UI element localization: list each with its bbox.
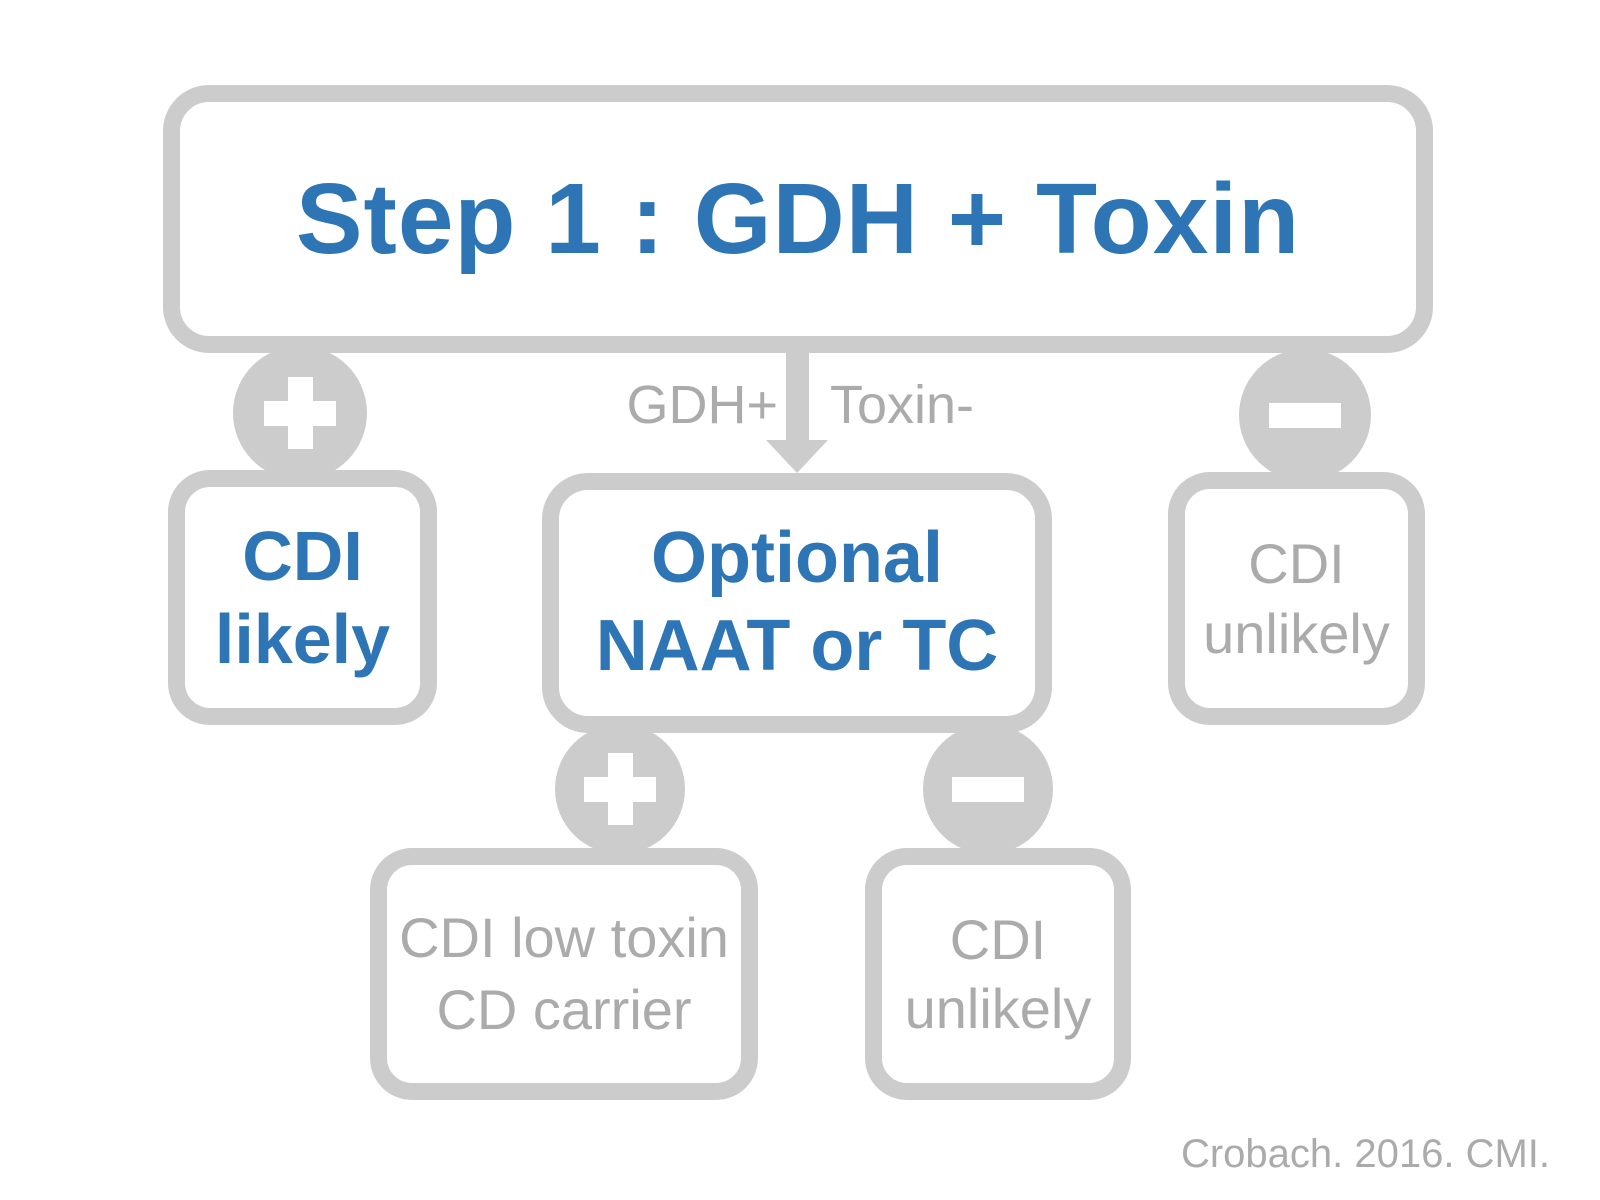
node-cdi-likely: CDI likely: [168, 470, 437, 725]
node-text-line: CD carrier: [436, 978, 692, 1041]
down-arrow-stem: [786, 350, 809, 445]
plus-icon: [233, 346, 367, 480]
step1-title: Step 1 : GDH + Toxin: [295, 162, 1301, 275]
plus-icon-bar-vertical: [287, 377, 313, 449]
plus-icon-bar-vertical: [607, 753, 633, 825]
node-text-line: CDI: [242, 516, 363, 595]
down-arrow-head: [766, 440, 828, 473]
node-text-line: NAAT or TC: [595, 606, 999, 686]
node-cdi-unlikely-right: CDI unlikely: [1168, 472, 1425, 725]
node-optional-naat-or-tc: Optional NAAT or TC: [542, 473, 1052, 733]
node-text-line: unlikely: [1203, 601, 1390, 665]
minus-icon: [923, 724, 1053, 854]
node-text-line: CDI low toxin: [399, 906, 729, 970]
node-text-line: CDI: [1248, 532, 1345, 596]
node-cdi-unlikely-bottom: CDI unlikely: [865, 848, 1131, 1100]
node-cdi-low-toxin-cd-carrier: CDI low toxin CD carrier: [370, 848, 758, 1100]
edge-label-gdh-positive: GDH+: [626, 375, 778, 435]
citation-text: Crobach. 2016. CMI.: [1180, 1132, 1550, 1176]
plus-icon: [555, 724, 685, 854]
minus-icon-bar: [1269, 402, 1341, 428]
node-text-line: Optional: [651, 518, 943, 599]
minus-icon-bar: [952, 776, 1024, 802]
edge-label-toxin-negative: Toxin-: [830, 375, 975, 435]
node-text-line: CDI: [949, 907, 1047, 971]
node-text-line: likely: [214, 599, 391, 678]
node-text-line: unlikely: [904, 977, 1092, 1040]
node-step1-gdh-toxin: Step 1 : GDH + Toxin: [163, 85, 1433, 353]
minus-icon: [1239, 349, 1371, 481]
